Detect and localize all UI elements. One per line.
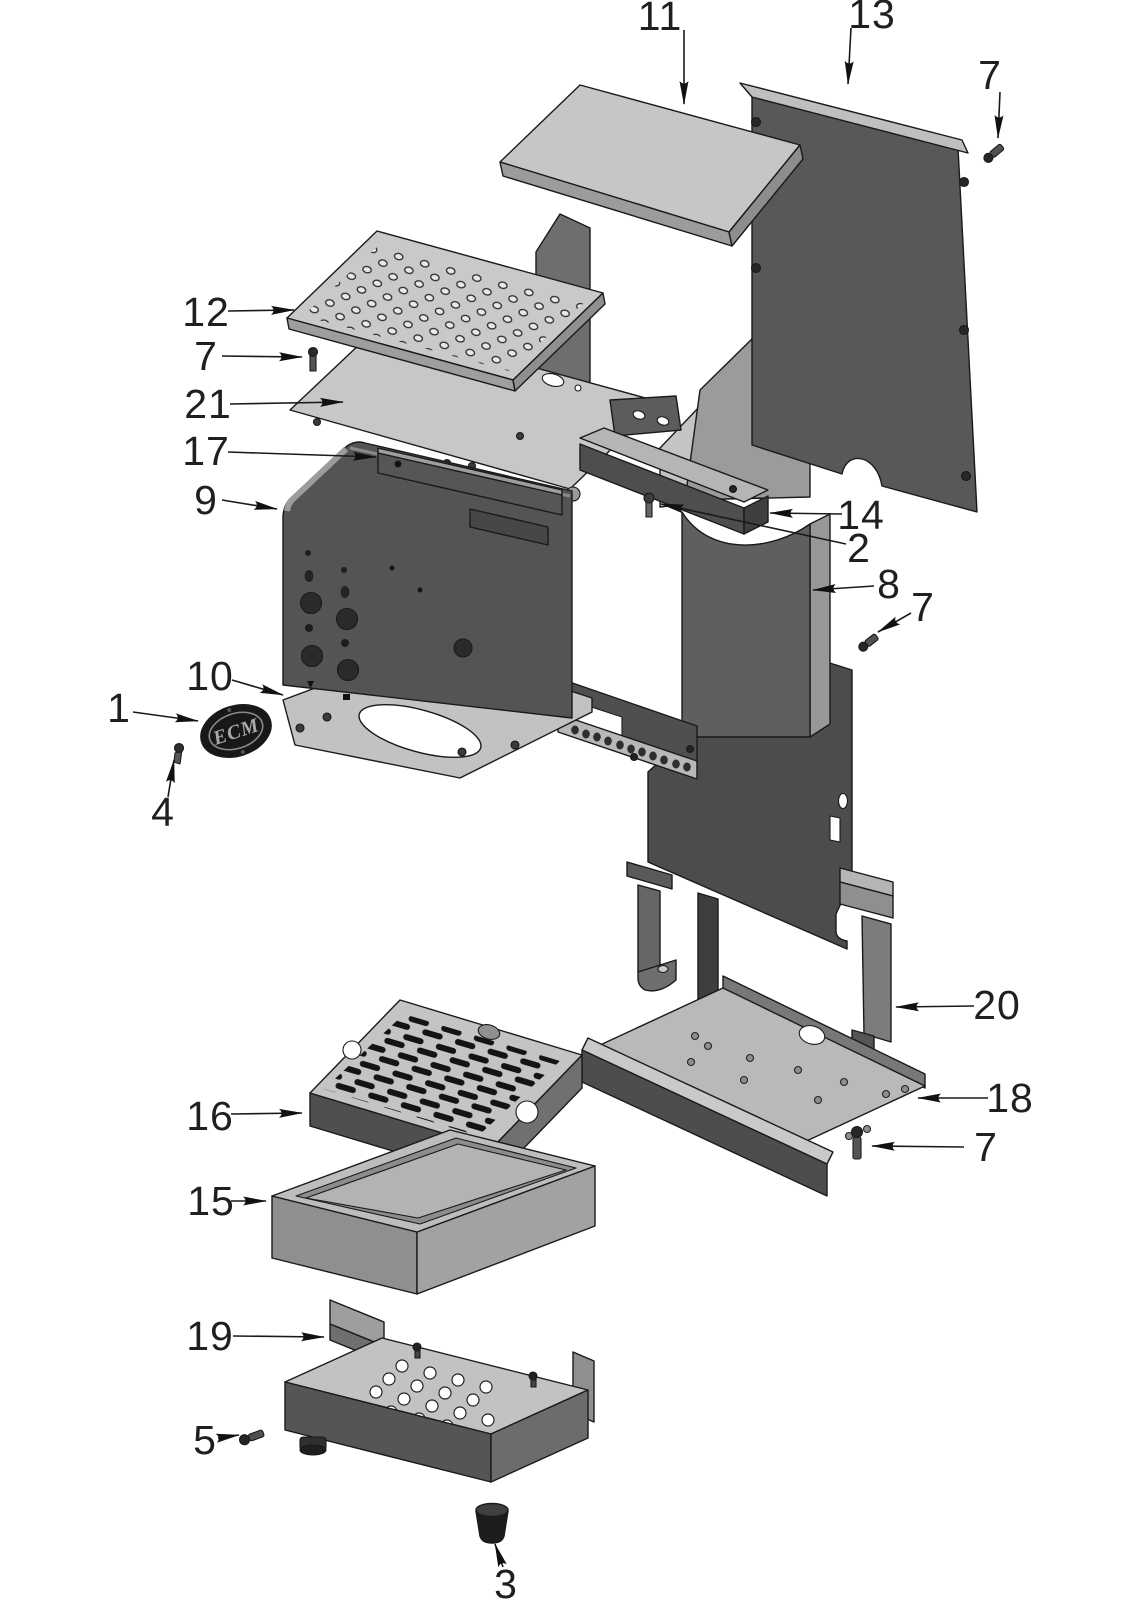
- callout-4-label: 4: [151, 789, 175, 835]
- callout-3: 3: [494, 1543, 518, 1600]
- part-11-top-cover: [499, 84, 804, 247]
- part-2-screw: [643, 492, 655, 518]
- front-panel-holes: [299, 550, 473, 700]
- part-4-pin: [173, 742, 185, 765]
- part-15-drip-tray: [271, 1129, 596, 1295]
- callout-11: 11: [638, 0, 689, 105]
- callout-8-label: 8: [877, 561, 901, 607]
- callout-16: 16: [186, 1093, 303, 1139]
- callout-17-label: 17: [182, 428, 230, 474]
- callout-8: 8: [812, 561, 901, 607]
- callout-1-label: 1: [107, 685, 131, 731]
- callout-14-label: 14: [837, 492, 885, 538]
- callout-2: 2: [660, 503, 871, 571]
- callout-9-label: 9: [194, 477, 218, 523]
- callout-12: 12: [182, 289, 295, 335]
- callout-7a-label: 7: [978, 52, 1002, 98]
- callout-12-label: 12: [182, 289, 230, 335]
- callout-10-label: 10: [186, 653, 234, 699]
- callout-16-label: 16: [186, 1093, 234, 1139]
- callout-20: 20: [895, 982, 1021, 1028]
- callout-20-label: 20: [973, 982, 1021, 1028]
- part-5-screw: [238, 1429, 265, 1446]
- part-7-screw-top-right: [983, 143, 1005, 163]
- callout-15: 15: [187, 1178, 267, 1224]
- callout-13: 13: [844, 0, 896, 85]
- callout-7-bottom-right: 7: [871, 1124, 998, 1170]
- callout-15-label: 15: [187, 1178, 235, 1224]
- callout-9: 9: [194, 477, 278, 523]
- part-14-support-rail: [579, 395, 769, 535]
- callout-2-label: 2: [847, 525, 871, 571]
- callout-3-label: 3: [494, 1561, 518, 1600]
- callout-10: 10: [186, 653, 284, 699]
- part-9-front-panel: [282, 441, 573, 719]
- part-17-bracket: [377, 447, 563, 546]
- part-7-screw-left: [307, 346, 319, 372]
- part-20-bracket-strap: [839, 867, 894, 1053]
- callout-7-mid-right: 7: [877, 584, 935, 633]
- part-3-foot: [475, 1502, 509, 1544]
- part-1-ecm-badge: ECM: [200, 704, 272, 758]
- pan-screws: [412, 1342, 538, 1388]
- part-19-bottom-pan: [284, 1299, 595, 1483]
- callout-7-left: 7: [194, 333, 303, 379]
- callout-18: 18: [917, 1075, 1034, 1121]
- part-7-screw-mid-right: [858, 633, 879, 652]
- part-8-boiler-cover: [681, 511, 831, 738]
- pan-foot: [299, 1436, 327, 1456]
- callout-19: 19: [186, 1313, 325, 1359]
- callout-1: 1: [107, 685, 199, 731]
- callout-4: 4: [151, 759, 175, 835]
- part-12-perforated-tray: [286, 230, 606, 392]
- callout-13-label: 13: [848, 0, 896, 37]
- callout-19-label: 19: [186, 1313, 234, 1359]
- callout-18-label: 18: [986, 1075, 1034, 1121]
- callout-7c-label: 7: [911, 584, 935, 630]
- vent-slots: [571, 725, 691, 772]
- callout-14: 14: [769, 492, 885, 538]
- panel-screws: [750, 116, 972, 482]
- callout-7-top-right: 7: [978, 52, 1004, 139]
- callout-7d-label: 7: [974, 1124, 998, 1170]
- callout-21-label: 21: [184, 381, 232, 427]
- callout-7b-label: 7: [194, 333, 218, 379]
- callout-21: 21: [184, 381, 344, 427]
- callout-5: 5: [193, 1417, 240, 1463]
- part-7-screw-bottom-right: [850, 1125, 864, 1160]
- callout-17: 17: [182, 428, 377, 474]
- callout-5-label: 5: [193, 1417, 217, 1463]
- part-18-base-plate: [581, 975, 926, 1197]
- base-plate-holes: [686, 1031, 910, 1141]
- callouts: 11 13 7 12 7 21 17 9: [107, 0, 1034, 1600]
- part-13-side-panel: [659, 82, 978, 513]
- callout-11-label: 11: [638, 0, 683, 39]
